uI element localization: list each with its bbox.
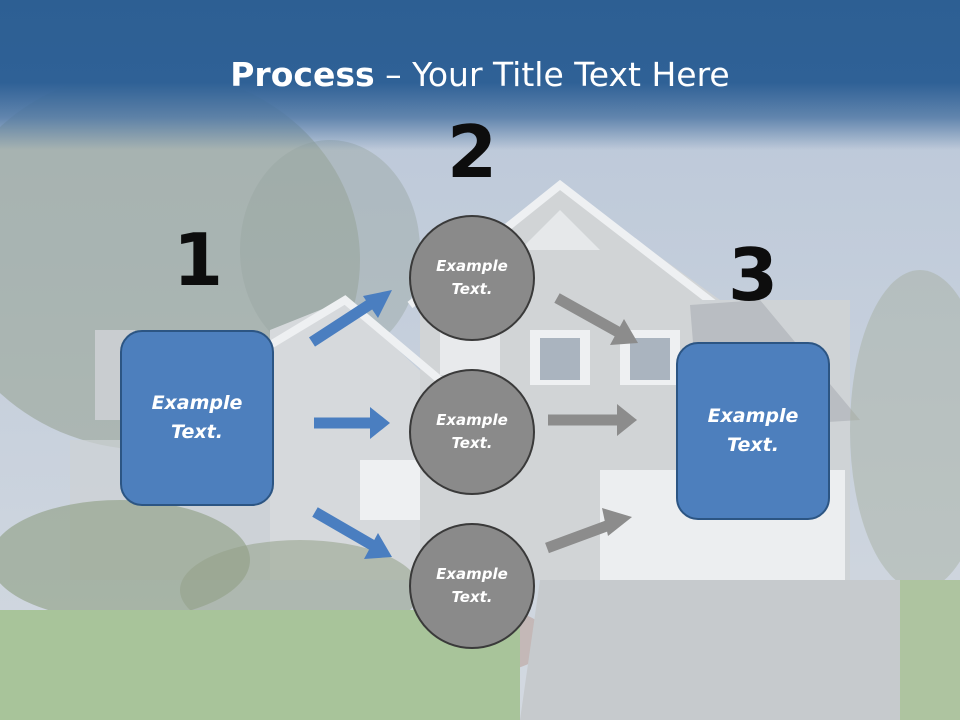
circle-bottom-text: Example Text. [436,565,508,606]
step-1-number: 1 [172,218,224,302]
arrow-top-to-3 [554,293,638,345]
step-2-circle-top: Example Text. [409,215,535,341]
step-2-circle-bottom: Example Text. [409,523,535,649]
arrow-bottom-to-3 [545,508,632,554]
arrow-middle-to-3 [548,404,637,436]
step-1-text: Example Text. [151,392,243,443]
title-bar [0,0,960,150]
circle-top-text: Example Text. [436,257,508,298]
arrow-1-to-bottom [312,507,392,559]
step-2-number: 2 [446,110,498,194]
arrow-1-to-top [309,290,392,347]
title-bold: Process [230,55,375,94]
step-3-box: Example Text. [676,342,830,520]
step-1-box: Example Text. [120,330,274,506]
slide-title: Process – Your Title Text Here [0,54,960,96]
step-3-text: Example Text. [707,405,799,456]
step-3-number: 3 [727,233,779,317]
arrow-1-to-middle [314,407,390,439]
step-2-circle-middle: Example Text. [409,369,535,495]
circle-middle-text: Example Text. [436,411,508,452]
title-rest: – Your Title Text Here [374,55,730,94]
